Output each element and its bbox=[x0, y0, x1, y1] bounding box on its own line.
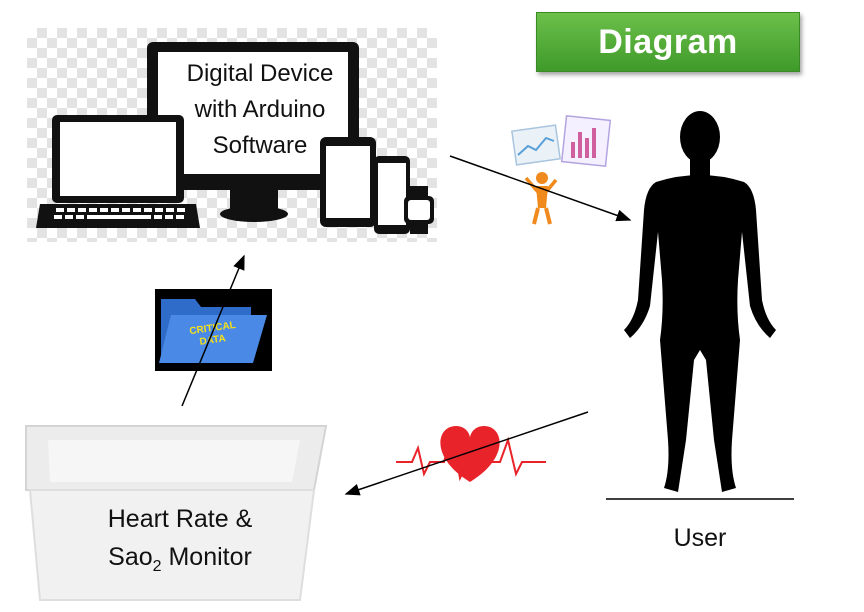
device-node-label: Digital Device with Arduino Software bbox=[160, 56, 360, 164]
smartwatch-icon bbox=[404, 186, 434, 234]
user-node-label: User bbox=[673, 524, 727, 552]
laptop-icon bbox=[36, 115, 200, 228]
monitor-label-line1: Heart Rate & bbox=[107, 505, 253, 533]
human-silhouette-icon bbox=[624, 111, 776, 492]
arrow-device-to-user bbox=[449, 155, 632, 222]
diagram-title: Diagram bbox=[598, 22, 738, 61]
monitor-label-subscript: 2 bbox=[152, 558, 162, 575]
diagram-title-banner: Diagram bbox=[536, 12, 800, 72]
monitor-label-prefix: Sao bbox=[108, 543, 153, 571]
monitor-label-suffix: Monitor bbox=[161, 543, 252, 571]
arrow-user-to-monitor bbox=[344, 411, 589, 496]
monitor-node-label: Heart Rate & Sao2 Monitor bbox=[70, 500, 290, 586]
tablet-icon bbox=[320, 137, 376, 227]
device-label-line: Digital Device bbox=[186, 60, 334, 87]
analytics-figure-icon bbox=[511, 115, 612, 225]
critical-data-folder-box: CRITICAL DATA bbox=[155, 289, 272, 371]
folder-icon: CRITICAL DATA bbox=[159, 299, 267, 363]
smartphone-icon bbox=[374, 156, 410, 234]
storage-bin-icon bbox=[25, 425, 328, 601]
device-label-line: Software bbox=[212, 132, 308, 159]
monitor-label-line2: Sao2 Monitor bbox=[70, 538, 290, 586]
device-label-line: with Arduino bbox=[194, 96, 326, 123]
desktop-monitor-icon bbox=[147, 42, 359, 222]
